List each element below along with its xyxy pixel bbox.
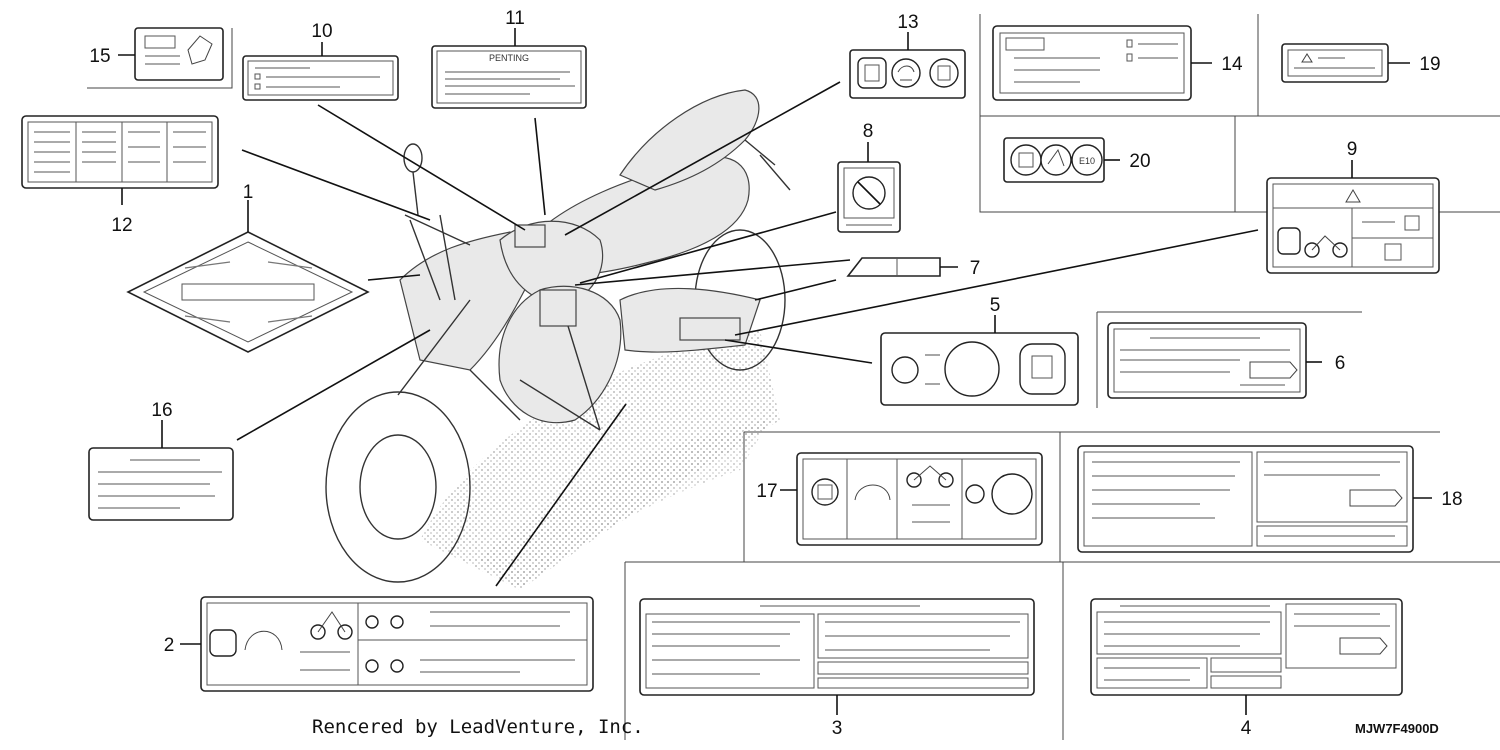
callout-1: 1 — [243, 182, 254, 203]
callout-15: 15 — [89, 46, 110, 67]
footer-credit: Rencered by LeadVenture, Inc. — [312, 716, 644, 738]
label-12 — [21, 115, 219, 205]
label-16 — [88, 420, 234, 521]
motorcycle-illustration — [325, 89, 791, 590]
label-11: PENTING — [431, 28, 587, 109]
label-6 — [1107, 322, 1322, 399]
label-14 — [992, 25, 1212, 101]
callout-3: 3 — [832, 718, 843, 739]
callout-7: 7 — [970, 258, 981, 279]
callout-2: 2 — [164, 635, 175, 656]
callout-13: 13 — [897, 12, 918, 33]
callout-12: 12 — [111, 215, 132, 236]
label-20-text: E10 — [1079, 156, 1095, 166]
label-7 — [846, 257, 958, 277]
label-2 — [180, 596, 594, 692]
label-18 — [1077, 445, 1432, 553]
label-1 — [126, 200, 370, 353]
callout-numbers: 1 2 3 4 5 6 7 8 9 10 11 12 13 14 15 16 1… — [89, 8, 1462, 739]
leader-lines — [236, 81, 1259, 587]
label-8 — [837, 142, 901, 233]
label-15 — [118, 27, 224, 81]
callout-5: 5 — [990, 295, 1001, 316]
callout-18: 18 — [1441, 489, 1462, 510]
callout-11: 11 — [505, 8, 525, 29]
label-10 — [242, 42, 399, 101]
callout-17: 17 — [756, 481, 777, 502]
label-11-heading: PENTING — [489, 53, 529, 63]
label-5 — [880, 315, 1079, 406]
label-19 — [1281, 43, 1410, 83]
callout-9: 9 — [1347, 139, 1358, 160]
callout-4: 4 — [1241, 718, 1252, 739]
callout-19: 19 — [1419, 54, 1440, 75]
callout-16: 16 — [151, 400, 172, 421]
diagram-code: MJW7F4900D — [1355, 721, 1439, 736]
label-3 — [639, 598, 1035, 715]
label-13 — [849, 32, 966, 99]
label-17 — [780, 452, 1043, 546]
callout-8: 8 — [863, 121, 874, 142]
callout-14: 14 — [1221, 54, 1243, 75]
label-20: E10 — [1003, 137, 1120, 183]
callout-6: 6 — [1335, 353, 1346, 374]
section-dividers — [87, 14, 1500, 740]
label-4 — [1090, 598, 1403, 715]
label-9 — [1266, 160, 1440, 274]
callout-20: 20 — [1129, 151, 1150, 172]
callout-10: 10 — [311, 21, 332, 42]
